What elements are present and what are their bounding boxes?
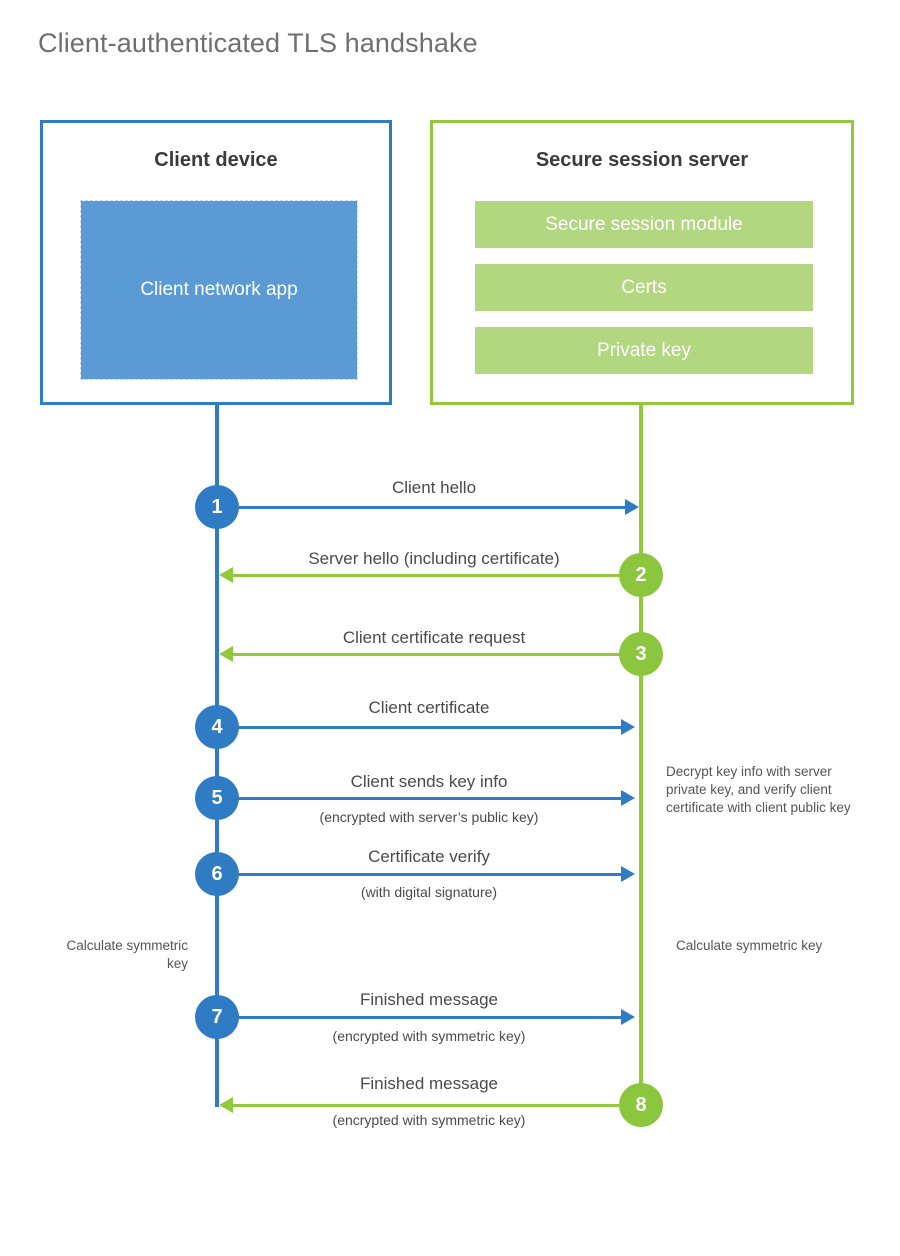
server-component-secure-session-module: Secure session module bbox=[475, 201, 813, 248]
client-network-app-block: Client network app bbox=[80, 200, 358, 380]
step-4-label: Client certificate bbox=[368, 698, 490, 717]
step-8-arrow-head bbox=[219, 1097, 233, 1113]
step-6-label: Certificate verify bbox=[368, 847, 490, 866]
secure-session-server-title: Secure session server bbox=[535, 149, 749, 171]
client-device-box: Client device Client network app bbox=[40, 120, 392, 405]
step-6-arrow-head bbox=[621, 866, 635, 882]
client-device-title: Client device bbox=[154, 149, 278, 171]
step-3-circle[interactable]: 3 bbox=[619, 632, 663, 676]
server-component-private-key: Private key bbox=[475, 327, 813, 374]
step-7-label: Finished message bbox=[360, 990, 498, 1009]
step-8-arrow-line bbox=[233, 1104, 637, 1107]
step-5-arrow-head bbox=[621, 790, 635, 806]
step-2-arrow-line bbox=[233, 574, 641, 577]
step-3-label: Client certificate request bbox=[342, 628, 526, 647]
step-5-arrow-line bbox=[217, 797, 621, 800]
step-7-arrow-line bbox=[217, 1016, 621, 1019]
step-2-circle[interactable]: 2 bbox=[619, 553, 663, 597]
step-5-label: Client sends key info bbox=[350, 772, 508, 791]
note-calculate-symmetric-key-server: Calculate symmetric key bbox=[676, 938, 823, 953]
step-3-arrow-line bbox=[233, 653, 641, 656]
note-decrypt-key-info: Decrypt key info with server private key… bbox=[666, 764, 851, 816]
step-7-sublabel: (encrypted with symmetric key) bbox=[332, 1028, 526, 1044]
step-3-arrow-head bbox=[219, 646, 233, 662]
step-1-arrow-line bbox=[217, 506, 625, 509]
step-6-circle[interactable]: 6 bbox=[195, 852, 239, 896]
server-component-certs: Certs bbox=[475, 264, 813, 311]
step-4-arrow-head bbox=[621, 719, 635, 735]
step-8-label: Finished message bbox=[360, 1074, 498, 1093]
step-8-sublabel: (encrypted with symmetric key) bbox=[332, 1112, 526, 1128]
step-8-circle[interactable]: 8 bbox=[619, 1083, 663, 1127]
step-6-sublabel: (with digital signature) bbox=[360, 884, 498, 900]
step-6-arrow-line bbox=[217, 873, 621, 876]
step-7-circle[interactable]: 7 bbox=[195, 995, 239, 1039]
step-5-circle[interactable]: 5 bbox=[195, 776, 239, 820]
page-title: Client-authenticated TLS handshake bbox=[38, 28, 478, 58]
step-4-arrow-line bbox=[217, 726, 621, 729]
step-1-label: Client hello bbox=[391, 478, 477, 497]
step-7-arrow-head bbox=[621, 1009, 635, 1025]
client-lifeline bbox=[215, 405, 219, 1107]
step-4-circle[interactable]: 4 bbox=[195, 705, 239, 749]
step-2-arrow-head bbox=[219, 567, 233, 583]
step-2-label: Server hello (including certificate) bbox=[308, 549, 560, 568]
step-1-circle[interactable]: 1 bbox=[195, 485, 239, 529]
note-calculate-symmetric-key-client: Calculate symmetric key bbox=[66, 938, 188, 972]
step-1-arrow-head bbox=[625, 499, 639, 515]
server-lifeline bbox=[639, 405, 643, 1107]
secure-session-server-box: Secure session server Secure session mod… bbox=[430, 120, 854, 405]
step-5-sublabel: (encrypted with server’s public key) bbox=[319, 809, 539, 825]
